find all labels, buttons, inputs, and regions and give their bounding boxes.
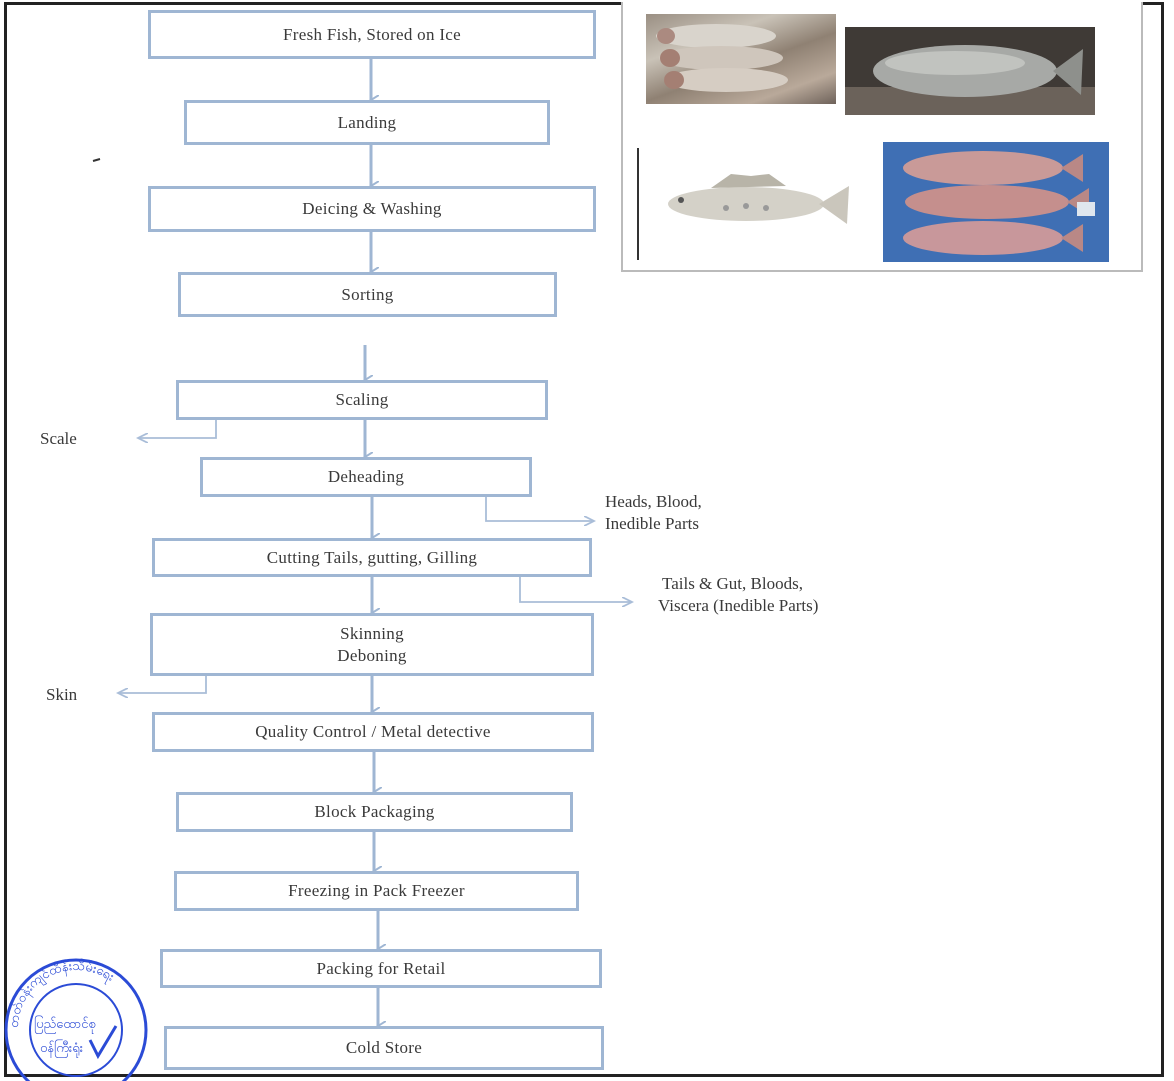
- perch-drawing: [668, 174, 849, 224]
- step-cutting-gutting-gilling-label: Cutting Tails, gutting, Gilling: [266, 547, 478, 567]
- branch-scale-connector: [138, 420, 217, 438]
- step-freezing: Freezing in Pack Freezer: [174, 871, 579, 911]
- byproduct-scale: Scale: [40, 428, 77, 450]
- step-quality-control-label: Quality Control / Metal detective: [255, 722, 491, 742]
- byproduct-tails-line-1: Tails & Gut, Bloods,: [662, 574, 803, 593]
- byproduct-tails-line-2: Viscera (Inedible Parts): [658, 596, 819, 616]
- step-deicing-washing-label: Deicing & Washing: [302, 199, 442, 219]
- step-sorting-label: Sorting: [341, 284, 394, 304]
- byproduct-scale-text: Scale: [40, 429, 77, 448]
- fish-photo-stacked-fish: [646, 14, 836, 104]
- byproduct-heads: Heads, Blood, Inedible Parts: [605, 491, 702, 535]
- step-skinning-deboning: Skinning Deboning: [150, 613, 594, 676]
- step-fresh-fish: Fresh Fish, Stored on Ice: [148, 10, 596, 59]
- step-cold-store: Cold Store: [164, 1026, 604, 1070]
- red-fish-drawing: [903, 151, 1095, 255]
- branch-tails-connector: [519, 577, 632, 602]
- step-scaling: Scaling: [176, 380, 548, 420]
- page-frame: [4, 2, 1164, 1077]
- step-packing-retail: Packing for Retail: [160, 949, 602, 988]
- photo-divider: [637, 148, 639, 260]
- step-cutting-gutting-gilling: Cutting Tails, gutting, Gilling: [152, 538, 592, 577]
- step-block-packaging: Block Packaging: [176, 792, 573, 832]
- step-landing: Landing: [184, 100, 550, 145]
- stray-mark: [92, 158, 101, 162]
- step-skinning-label: Skinning: [340, 624, 404, 644]
- step-deheading-label: Deheading: [327, 467, 405, 487]
- step-deboning-label: Deboning: [337, 645, 407, 665]
- stamp-center-line-1: ပြည်ထောင်စု: [34, 1015, 96, 1034]
- step-block-packaging-label: Block Packaging: [314, 802, 435, 822]
- official-seal-stamp: တတ်ဝန်းကျင်ထိန်းသိမ်းရေး ပြည်ထောင်စု ဝန်…: [4, 958, 148, 1081]
- byproduct-skin-text: Skin: [46, 685, 78, 704]
- stamp-signature-mark: [88, 1025, 118, 1060]
- fish-photo-whole-fish: [845, 27, 1095, 115]
- step-cold-store-label: Cold Store: [345, 1038, 423, 1058]
- step-freezing-label: Freezing in Pack Freezer: [288, 881, 465, 901]
- branch-heads-connector: [485, 497, 594, 521]
- step-packing-retail-label: Packing for Retail: [316, 958, 446, 978]
- step-deheading: Deheading: [200, 457, 532, 497]
- fish-photos-panel: [621, 2, 1143, 272]
- byproduct-heads-line-2: Inedible Parts: [605, 514, 699, 534]
- step-deicing-washing: Deicing & Washing: [148, 186, 596, 232]
- step-fresh-fish-label: Fresh Fish, Stored on Ice: [283, 24, 461, 44]
- step-sorting: Sorting: [178, 272, 557, 317]
- fish-photo-red-fish: [883, 142, 1109, 262]
- byproduct-skin: Skin: [46, 684, 77, 706]
- stacked-fish-drawing: [656, 24, 788, 92]
- step-quality-control: Quality Control / Metal detective: [152, 712, 594, 752]
- stamp-center-line-2: ဝန်ကြီးရုံး: [40, 1039, 83, 1058]
- fish-photo-perch-drawing: [651, 162, 861, 242]
- byproduct-heads-line-1: Heads, Blood,: [605, 492, 702, 511]
- byproduct-tails: Tails & Gut, Bloods, Viscera (Inedible P…: [658, 573, 818, 617]
- step-landing-label: Landing: [337, 112, 397, 132]
- step-scaling-label: Scaling: [335, 390, 389, 410]
- branch-skin-connector: [118, 676, 207, 693]
- whole-fish-drawing: [845, 45, 1095, 115]
